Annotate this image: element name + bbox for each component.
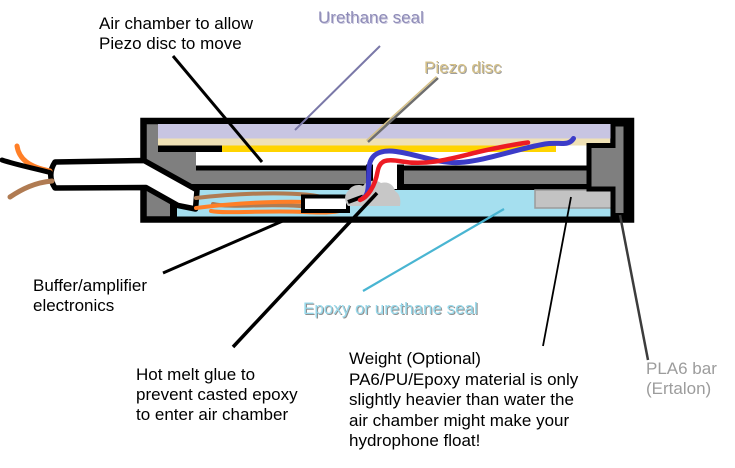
weight-note-line5: hydrophone float! [349,431,481,450]
weight-block [534,189,614,209]
epoxy-seal-leader-line [362,208,505,292]
hot-melt-label-line2: prevent casted epoxy [136,385,298,404]
piezo-disc-label: Piezo disc [424,58,502,77]
weight-note-label: Weight (Optional) PA6/PU/Epoxy material … [349,349,578,452]
pla6-bar-label-line2: (Ertalon) [646,379,712,398]
piezo-disc-leader-line [365,75,438,142]
hot-melt-glue-label: Hot melt glue to prevent casted epoxy to… [136,365,298,425]
hot-melt-leader-line [231,191,379,349]
air-chamber-label-line1: Air chamber to allow [99,14,254,33]
air-chamber-leader-line [171,55,264,163]
buffer-amplifier-label: Buffer/amplifier electronics [33,276,147,316]
weight-note-line2: PA6/PU/Epoxy material is only [349,369,579,389]
epoxy-seal-label: Epoxy or urethane seal [303,299,478,318]
brown-wire-outside [7,178,55,200]
piezo-backing-strip [158,138,610,146]
hot-melt-label-line1: Hot melt glue to [136,365,256,384]
cable [48,157,200,212]
pla6-bar-label: PLA6 bar (Ertalon) [646,359,717,399]
weight-note-line3: slightly heavier than water the [349,390,574,409]
air-chamber-label: Air chamber to allow Piezo disc to move [99,14,253,54]
buffer-amplifier-label-line1: Buffer/amplifier [33,276,148,295]
piezo-disc-leader-shadow [367,77,439,143]
urethane-seal-label: Urethane seal [318,8,424,27]
bar-gap-right-cap [397,164,404,190]
pla6-leader-line [618,214,650,361]
urethane-seal-leader-line [294,45,381,131]
urethane-seal-bar [158,124,613,139]
buffer-amplifier-board [301,194,350,213]
buffer-amplifier-label-line2: electronics [33,296,115,315]
end-cap-pla6-bar [586,121,629,218]
hot-melt-label-line3: to enter air chamber [136,405,289,424]
weight-note-line4: air chamber might make your [349,410,570,430]
buffer-leader-line [162,218,286,275]
weight-note-line1: Weight (Optional) [349,349,481,368]
weight-leader-line [542,196,572,347]
air-gap-right [556,145,587,153]
red-wire [357,140,531,203]
pla6-bar-label-line1: PLA6 bar [646,359,717,378]
strip-black-stub [158,145,224,152]
black-wire-outside [0,157,53,175]
air-chamber-label-line2: Piezo disc to move [99,34,242,53]
